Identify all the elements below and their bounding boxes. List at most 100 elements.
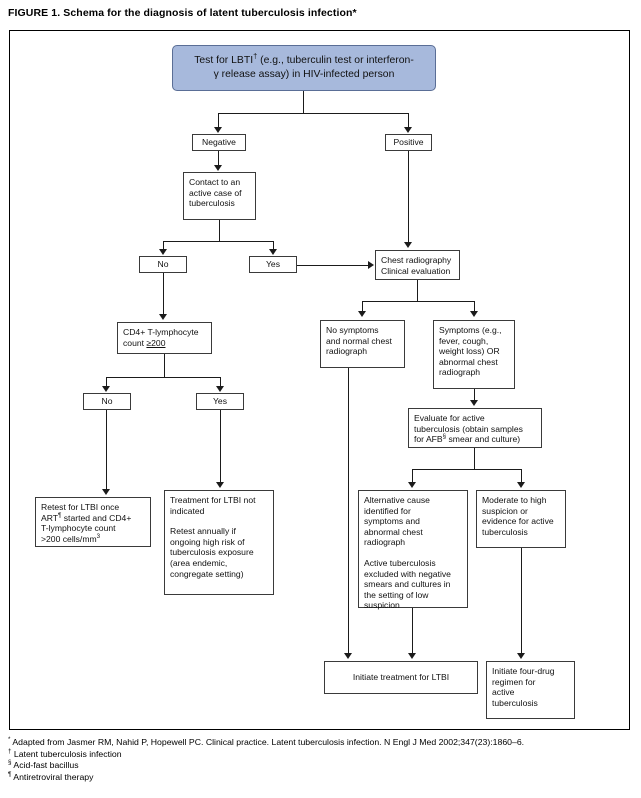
arrow-to-nosympt [358, 311, 366, 317]
node-contact-no: No [139, 256, 187, 273]
retest-line-3: T-lymphocyte count [41, 523, 116, 534]
mod-line-4: tuberculosis [482, 526, 528, 537]
node-cd4-yes: Yes [196, 393, 244, 410]
arrow-positive-cxr [404, 242, 412, 248]
evaluate-line-3: for AFB§ smear and culture) [414, 433, 521, 445]
cd4-line-1: CD4+ T-lymphocyte [123, 327, 199, 337]
evaluate-line-1: Evaluate for active [414, 413, 485, 423]
arrow-negative-contact [214, 165, 222, 171]
mod-line-3: evidence for active [482, 516, 554, 527]
footnote-3-text: Acid-fast bacillus [11, 760, 79, 771]
retest-line-1: Retest for LTBI once [41, 502, 120, 512]
arrow-to-positive [404, 127, 412, 133]
footnote-1-text: Adapted from Jasmer RM, Nahid P, Hopewel… [10, 737, 525, 747]
start-label-b: (e.g., tuberculin test or interferon- [257, 55, 414, 66]
edge-cd4-bus [106, 377, 221, 379]
edge-to-altcause [412, 469, 414, 482]
node-contact-yes: Yes [249, 256, 297, 273]
arrow-to-sympt [470, 311, 478, 317]
edge-to-sympt [474, 301, 476, 311]
edge-to-cd4-yes [220, 377, 222, 386]
node-negative: Negative [192, 134, 246, 151]
nosympt-line-1: No symptoms [326, 325, 379, 335]
node-cd4-count: CD4+ T-lymphocyte count ≥200 [117, 322, 212, 354]
footnote-2-text: Latent tuberculosis infection [11, 748, 122, 759]
alt-paragraph-1: Alternative cause identified for symptom… [364, 495, 430, 548]
footnote-2-mark: † [8, 747, 12, 755]
edge-yes-to-cxr [297, 265, 368, 267]
edge-contact-stem [219, 220, 221, 242]
edge-evaluate-bus [412, 469, 522, 471]
sympt-line-5: radiograph [439, 367, 481, 378]
edge-negative-contact [218, 151, 220, 166]
node-cd4-no: No [83, 393, 131, 410]
positive-label: Positive [393, 137, 424, 148]
node-no-symptoms: No symptoms and normal chest radiograph [320, 320, 405, 368]
arrow-to-contact-yes [269, 249, 277, 255]
arrow-to-negative [214, 127, 222, 133]
initiate-ltbi-label: Initiate treatment for LTBI [352, 672, 450, 683]
edge-start-stem [303, 91, 305, 114]
arrow-sympt-evaluate [470, 400, 478, 406]
contact-no-label: No [157, 259, 169, 270]
section-symbol: § [442, 433, 447, 441]
edge-start-bus [218, 113, 408, 115]
footnote-3: § Acid-fast bacillus [8, 760, 636, 772]
edge-sympt-evaluate [474, 389, 476, 400]
node-symptoms: Symptoms (e.g., fever, cough, weight los… [433, 320, 515, 389]
edge-to-contact-yes [273, 241, 275, 249]
edge-to-moderate [521, 469, 523, 482]
contact-line-2: active case of [189, 187, 242, 198]
footnote-1-mark: * [8, 736, 11, 744]
page-title: FIGURE 1. Schema for the diagnosis of la… [8, 7, 357, 19]
edge-to-cd4-no [106, 377, 108, 386]
node-retest-ltbi: Retest for LTBI once ART¶ started and CD… [35, 497, 151, 547]
cxr-line-1: Chest radiography [381, 255, 452, 265]
cxr-line-2: Clinical evaluation [381, 265, 451, 276]
node-initiate-four-drug: Initiate four-drug regimen for active tu… [486, 661, 575, 719]
edge-to-nosympt [362, 301, 364, 311]
cd4-yes-label: Yes [212, 396, 228, 407]
diagram-frame [9, 30, 630, 730]
edge-cd4no-retest [106, 410, 108, 489]
fourdrug-line-3: active [492, 687, 515, 698]
contact-line-1: Contact to an [189, 177, 241, 187]
edge-cd4yes-notindicated [220, 410, 222, 482]
edge-positive-cxr [408, 151, 410, 242]
cd4-no-label: No [101, 396, 113, 407]
sympt-line-2: fever, cough, [439, 335, 489, 346]
sympt-line-3: weight loss) OR [439, 346, 500, 357]
node-evaluate-active-tb: Evaluate for active tuberculosis (obtain… [408, 408, 542, 448]
nosympt-line-2: and normal chest [326, 335, 392, 346]
negative-label: Negative [202, 137, 236, 148]
node-alternative-cause: Alternative cause identified for symptom… [358, 490, 468, 610]
footnote-2: † Latent tuberculosis infection [8, 747, 636, 761]
edge-moderate-fourdrug [521, 548, 523, 653]
start-label-c: γ release assay) in HIV-infected person [213, 69, 395, 80]
edge-altcause-initltbi [412, 608, 414, 653]
nosympt-line-3: radiograph [326, 346, 368, 357]
notind-paragraph-2: Retest annually if ongoing high risk of … [170, 526, 254, 579]
edge-cd4-stem [164, 354, 166, 378]
node-contact-active-case: Contact to an active case of tuberculosi… [183, 172, 256, 220]
arrow-altcause-initltbi [408, 653, 416, 659]
arrow-no-to-cd4 [159, 314, 167, 320]
node-positive: Positive [385, 134, 432, 151]
contact-line-3: tuberculosis [189, 198, 235, 209]
node-initiate-ltbi-treatment: Initiate treatment for LTBI [324, 661, 478, 694]
footnote-1: * Adapted from Jasmer RM, Nahid P, Hopew… [8, 736, 636, 749]
arrow-cd4yes-notindicated [216, 482, 224, 488]
arrow-to-cd4-no [102, 386, 110, 392]
node-test-for-ltbi: Test for LBTI† (e.g., tuberculin test or… [172, 45, 436, 91]
mod-line-2: suspicion or [482, 505, 528, 516]
footnote-4-text: Antiretroviral therapy [11, 771, 94, 782]
arrow-to-moderate [517, 482, 525, 488]
edge-no-to-cd4 [163, 273, 165, 314]
cubic-mm-exponent: 3 [96, 532, 101, 540]
edge-to-negative [218, 113, 220, 127]
cd4-line-2: count ≥200 [123, 337, 166, 348]
edge-evaluate-stem [474, 448, 476, 470]
node-treatment-not-indicated: Treatment for LTBI not indicated Retest … [164, 490, 274, 595]
footnote-4-mark: ¶ [8, 770, 12, 778]
